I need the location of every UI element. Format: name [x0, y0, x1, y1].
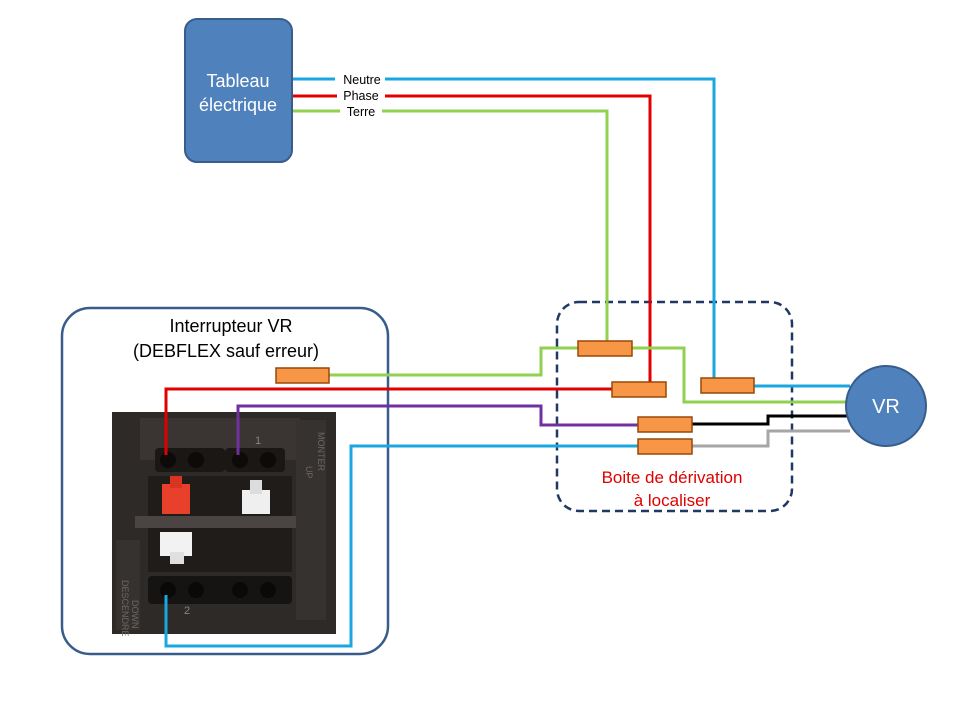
switch-photo: MONTER UP DESCENDRE DOWN 1 2: [112, 412, 336, 637]
panel-label-line1: Tableau: [206, 71, 269, 91]
wire-black-motor: [692, 414, 850, 426]
wire-label-earth: Terre: [347, 105, 376, 119]
wire-blue-switch: [164, 444, 638, 648]
connector-switch-earth: [275, 367, 330, 384]
wire-earth: [292, 109, 609, 348]
photo-terminal-1: 1: [255, 435, 261, 447]
wire-earth-motor: [632, 346, 850, 404]
connector-phase: [611, 381, 667, 398]
junction-box-label-line1: Boite de dérivation: [602, 468, 743, 487]
motor-vr-label: VR: [872, 396, 900, 418]
panel-label-line2: électrique: [199, 95, 277, 115]
photo-text-descendre: DESCENDRE: [120, 580, 130, 637]
wire-neutral: [292, 77, 716, 385]
connector-purple: [637, 416, 693, 433]
motor-vr: [845, 365, 927, 447]
wire-phase-switch: [164, 387, 612, 455]
photo-text-down: DOWN: [130, 600, 140, 629]
connector-blue: [637, 438, 693, 455]
electrical-panel: [184, 18, 293, 163]
junction-box: [555, 300, 794, 513]
wire-label-neutral: Neutre: [343, 73, 381, 87]
wire-label-phase: Phase: [343, 89, 378, 103]
junction-box-label-line2: à localiser: [634, 491, 711, 510]
wire-phase: [292, 94, 652, 389]
wire-grey-motor: [692, 429, 850, 448]
wires: [164, 77, 850, 648]
connector-earth: [577, 340, 633, 357]
wire-purple: [236, 404, 638, 455]
switch-box-title-line2: (DEBFLEX sauf erreur): [133, 341, 319, 361]
connectors: [275, 340, 755, 455]
photo-text-monter: MONTER: [316, 432, 326, 471]
photo-text-up: UP: [304, 466, 314, 479]
photo-terminal-2: 2: [184, 605, 190, 617]
connector-neutral: [700, 377, 755, 394]
wire-earth-switch: [303, 346, 578, 377]
switch-box-title-line1: Interrupteur VR: [169, 316, 292, 336]
